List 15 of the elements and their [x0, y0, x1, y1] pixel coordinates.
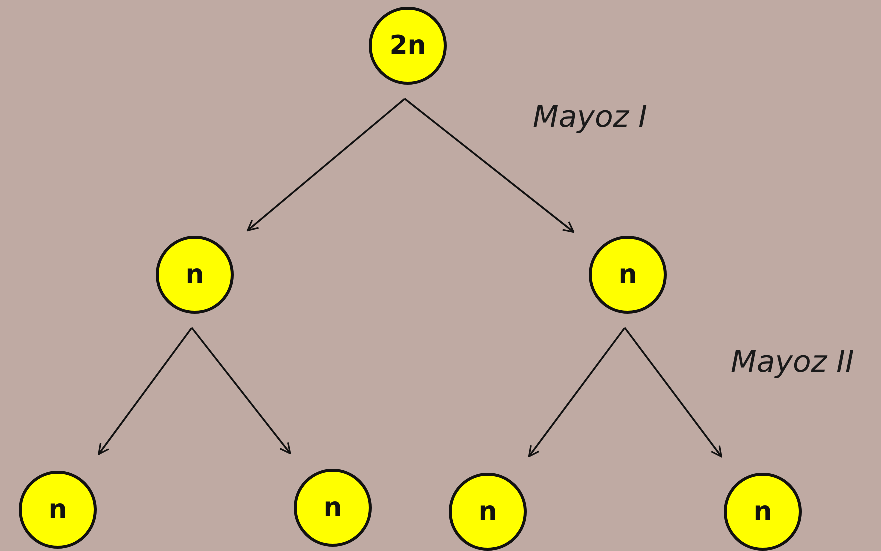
arrow: [247, 98, 406, 232]
ploidy-label: n: [48, 495, 68, 525]
ploidy-label: 2n: [390, 31, 426, 61]
ploidy-label: n: [618, 260, 638, 290]
stage-label: Mayoz I: [533, 100, 648, 135]
arrow: [191, 327, 292, 454]
stage-label: Mayoz II: [731, 345, 854, 380]
arrow: [528, 327, 626, 458]
ploidy-label: n: [478, 497, 498, 527]
arrow: [624, 327, 722, 458]
ploidy-label: n: [186, 260, 204, 290]
ploidy-label: n: [324, 493, 342, 523]
ploidy-label: n: [754, 497, 772, 527]
arrow: [98, 327, 193, 456]
arrow: [404, 98, 575, 234]
